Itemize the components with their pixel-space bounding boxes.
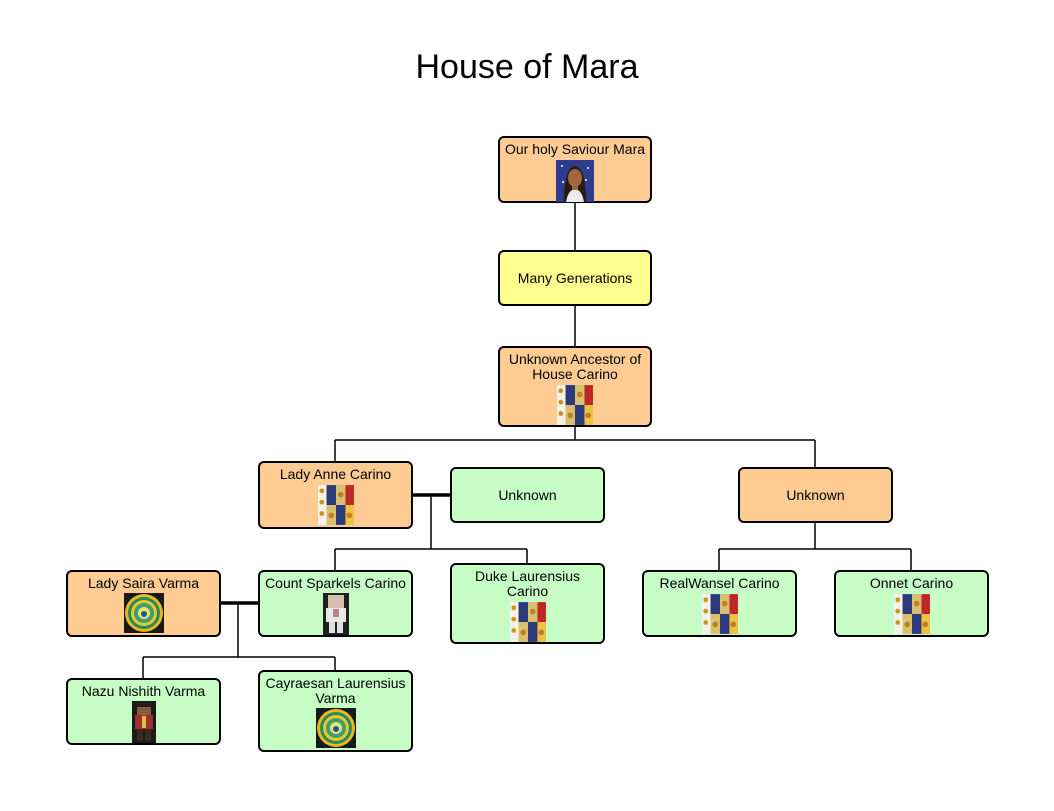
node-many-generations[interactable]: Many Generations xyxy=(498,250,652,306)
node-label: Unknown xyxy=(498,486,557,503)
node-label: Cayraesan Laurensius Varma xyxy=(265,675,406,706)
skin-avatar-icon xyxy=(131,701,156,743)
skin-avatar-icon xyxy=(322,593,349,635)
node-onnet-carino[interactable]: Onnet Carino xyxy=(834,570,989,637)
carino-coat-of-arms-icon xyxy=(701,594,738,634)
node-realwansel-carino[interactable]: RealWansel Carino xyxy=(642,570,797,637)
node-unknown-spouse[interactable]: Unknown xyxy=(450,467,605,523)
carino-coat-of-arms-icon xyxy=(509,602,546,642)
node-cayraesan-laurensius-varma[interactable]: Cayraesan Laurensius Varma xyxy=(258,670,413,752)
node-lady-saira-varma[interactable]: Lady Saira Varma xyxy=(66,570,221,637)
node-label: Many Generations xyxy=(517,269,633,286)
node-label: RealWansel Carino xyxy=(659,575,780,591)
carino-coat-of-arms-icon xyxy=(317,485,354,525)
node-label: Duke Laurensius Carino xyxy=(474,568,581,599)
node-label: Lady Saira Varma xyxy=(87,575,199,591)
peacock-emblem-icon xyxy=(315,708,356,748)
peacock-emblem-icon xyxy=(123,593,164,633)
node-nazu-nishith-varma[interactable]: Nazu Nishith Varma xyxy=(66,678,221,745)
portrait-icon xyxy=(556,160,594,202)
node-label: Onnet Carino xyxy=(869,575,954,591)
node-duke-laurensius-carino[interactable]: Duke Laurensius Carino xyxy=(450,563,605,644)
node-label: Our holy Saviour Mara xyxy=(504,141,646,157)
node-mara[interactable]: Our holy Saviour Mara xyxy=(498,136,652,203)
diagram-title: House of Mara xyxy=(415,48,639,86)
node-count-sparkels-carino[interactable]: Count Sparkels Carino xyxy=(258,570,413,637)
node-label: Count Sparkels Carino xyxy=(265,575,406,591)
carino-coat-of-arms-icon xyxy=(557,385,593,425)
node-lady-anne-carino[interactable]: Lady Anne Carino xyxy=(258,461,413,529)
node-label: Nazu Nishith Varma xyxy=(81,683,206,699)
node-label: Unknown Ancestor of House Carino xyxy=(508,351,642,382)
node-label: Unknown xyxy=(786,486,845,503)
node-unknown-ancestor[interactable]: Unknown Ancestor of House Carino xyxy=(498,346,652,427)
node-unknown-right[interactable]: Unknown xyxy=(738,467,893,523)
carino-coat-of-arms-icon xyxy=(893,594,930,634)
node-label: Lady Anne Carino xyxy=(279,466,392,482)
